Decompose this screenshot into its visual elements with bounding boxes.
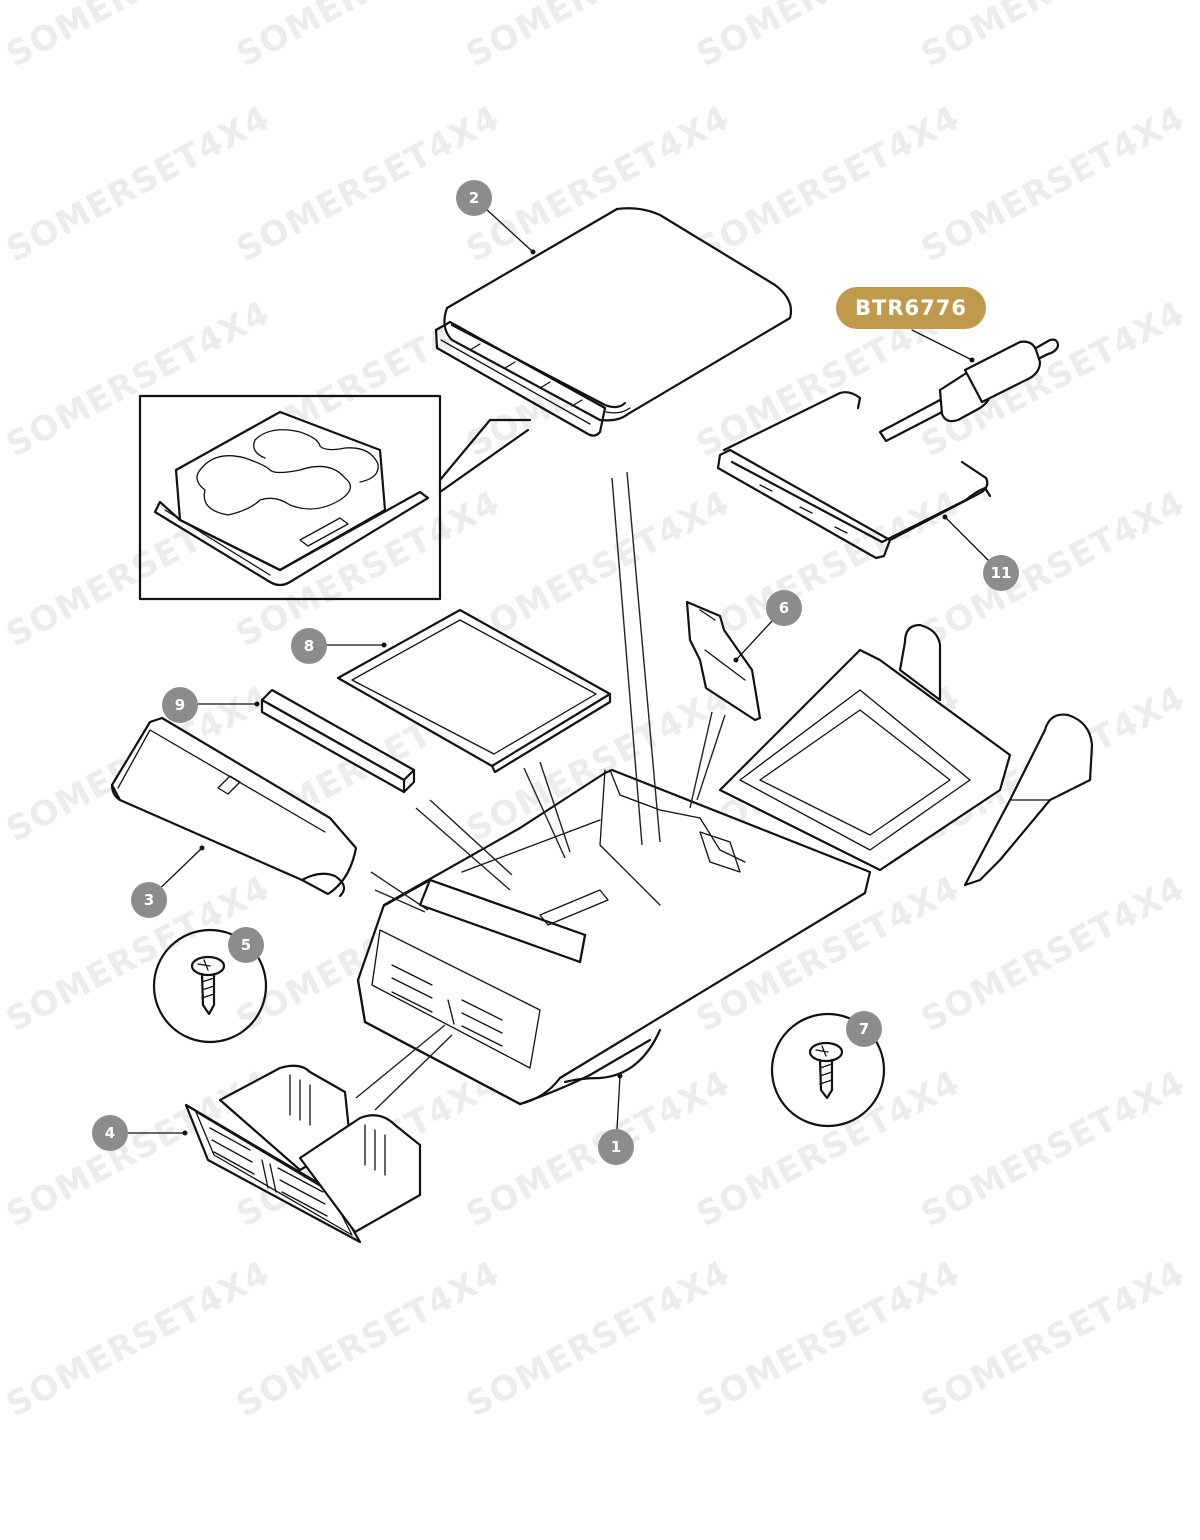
callout-6[interactable]: 6 [766,590,802,626]
air-vent [184,1064,422,1244]
callout-9[interactable]: 9 [162,687,198,723]
storage-mat [336,608,612,774]
screw-5-detail [152,928,268,1044]
callout-3[interactable]: 3 [131,882,167,918]
side-trim-panel [110,716,358,898]
gas-strut [878,338,1060,443]
console-body [356,623,1094,1106]
screw-7-detail [770,1012,886,1128]
armrest-lid [434,207,793,437]
callout-11[interactable]: 11 [983,555,1019,591]
callout-7[interactable]: 7 [846,1011,882,1047]
trim-strip [260,688,416,794]
cupholder-inset [138,394,532,601]
callout-2[interactable]: 2 [456,180,492,216]
callout-5[interactable]: 5 [228,927,264,963]
callout-8[interactable]: 8 [291,628,327,664]
bracket [685,600,762,722]
part-number-badge[interactable]: BTR6776 [836,287,986,329]
explode-lines [355,471,726,1111]
hinge-frame [716,391,992,560]
callout-4[interactable]: 4 [92,1115,128,1151]
callout-1[interactable]: 1 [598,1129,634,1165]
